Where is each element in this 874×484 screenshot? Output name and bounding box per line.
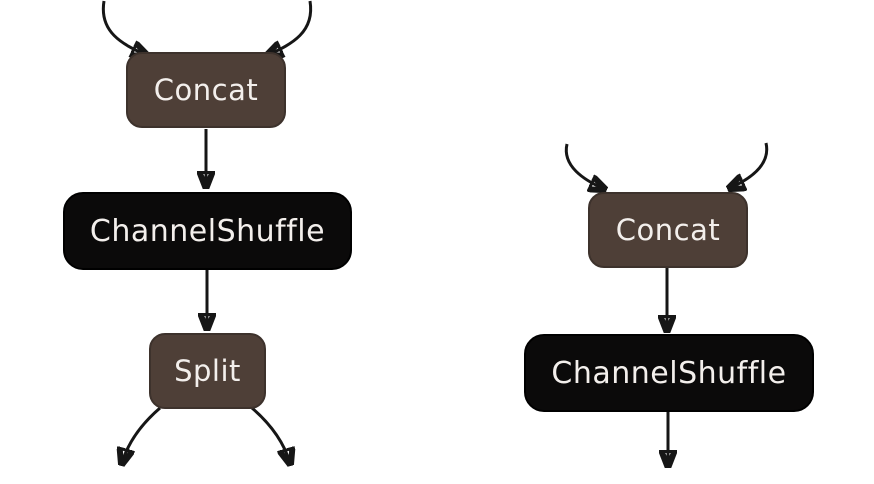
node-channelshuffle-right-label: ChannelShuffle <box>551 355 787 391</box>
node-channelshuffle-right: ChannelShuffle <box>524 334 814 412</box>
edge-left-input-a-arrow <box>101 0 146 55</box>
edge-right-input-b-arrow <box>730 142 769 188</box>
edge-left-split-output-b-arrow <box>251 406 290 463</box>
node-concat-left: Concat <box>126 52 286 128</box>
node-concat-right-label: Concat <box>615 213 721 247</box>
node-channelshuffle-left: ChannelShuffle <box>63 192 352 270</box>
edge-right-input-a-arrow <box>564 143 604 189</box>
node-concat-left-label: Concat <box>153 73 259 107</box>
edge-left-split-output-a-arrow <box>122 406 161 463</box>
node-split-label: Split <box>174 354 241 388</box>
node-concat-right: Concat <box>588 192 748 268</box>
edge-left-input-b-arrow <box>268 0 313 55</box>
node-split: Split <box>149 333 266 409</box>
node-channelshuffle-left-label: ChannelShuffle <box>89 213 326 249</box>
